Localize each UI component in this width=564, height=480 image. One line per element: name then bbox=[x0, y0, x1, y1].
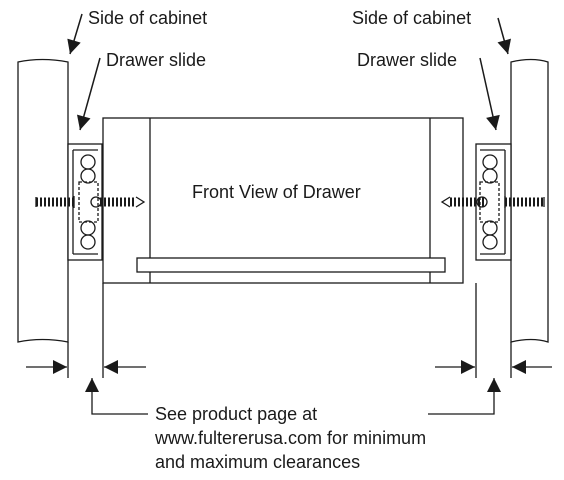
drawer-slide-right bbox=[440, 143, 545, 261]
leader-cabinet-left bbox=[67, 13, 83, 55]
cabinet-side-right bbox=[510, 58, 549, 343]
label-side-of-cabinet-left: Side of cabinet bbox=[88, 8, 208, 28]
note-bracket bbox=[85, 378, 148, 415]
note-bracket-right bbox=[428, 378, 501, 415]
drawer-slide-left bbox=[35, 143, 146, 261]
clearance-note: See product page at www.fultererusa.com … bbox=[155, 402, 426, 474]
label-side-of-cabinet-right: Side of cabinet bbox=[352, 8, 472, 28]
label-drawer-slide-left: Drawer slide bbox=[106, 50, 207, 70]
drawer-front bbox=[102, 117, 464, 284]
leader-slide-right bbox=[479, 57, 500, 131]
label-front-view: Front View of Drawer bbox=[192, 182, 361, 202]
leader-slide-left bbox=[77, 57, 101, 131]
note-line-3: and maximum clearances bbox=[155, 452, 361, 472]
note-line-1: See product page at bbox=[155, 404, 318, 424]
leader-cabinet-right bbox=[497, 17, 511, 55]
label-drawer-slide-right: Drawer slide bbox=[357, 50, 458, 70]
note-line-2: www.fultererusa.com for minimum bbox=[155, 428, 427, 448]
